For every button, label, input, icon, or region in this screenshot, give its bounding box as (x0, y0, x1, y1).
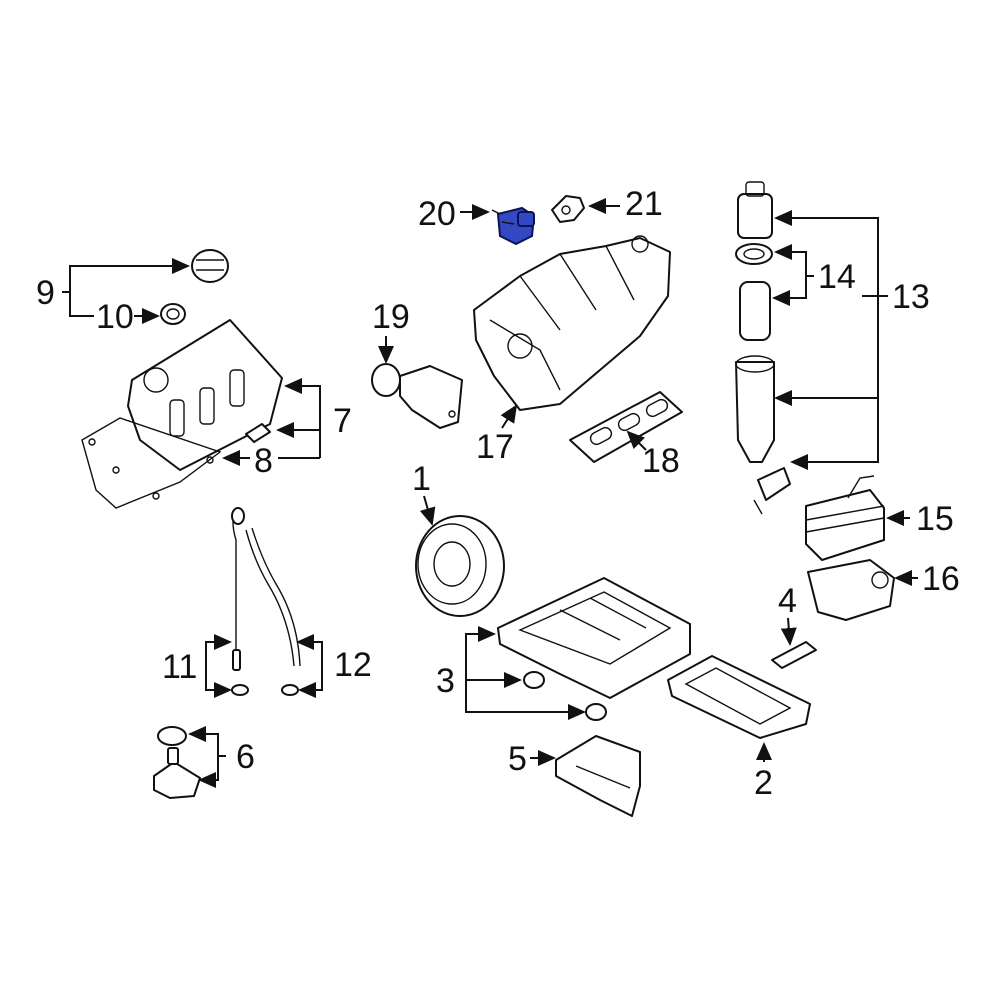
callout-7: 7 (276, 378, 352, 458)
callout-14: 14 (772, 244, 856, 306)
callout-17: 17 (476, 404, 518, 466)
svg-text:13: 13 (892, 278, 930, 316)
part-1-crank-pulley[interactable] (415, 515, 505, 617)
part-13-sensor[interactable] (753, 467, 791, 515)
callout-12: 12 (296, 634, 372, 698)
part-4-sealant-tube[interactable] (771, 641, 817, 669)
part-12-dipstick-tube[interactable] (245, 527, 301, 696)
svg-text:12: 12 (334, 646, 372, 684)
part-19-mount[interactable] (371, 363, 463, 429)
svg-text:9: 9 (36, 274, 55, 312)
part-5-baffle[interactable] (555, 735, 641, 817)
part-18-manifold-gasket[interactable] (569, 391, 683, 463)
part-14-seal-ring[interactable] (735, 243, 773, 265)
svg-text:18: 18 (642, 442, 680, 480)
callout-21: 21 (588, 185, 663, 223)
callout-18: 18 (626, 430, 680, 480)
svg-text:17: 17 (476, 428, 514, 466)
part-10-seal[interactable] (160, 303, 186, 325)
callout-8: 8 (222, 442, 320, 480)
callout-19: 19 (372, 298, 410, 364)
part-3-seal-washer[interactable] (585, 703, 607, 721)
callout-13: 13 (774, 210, 930, 470)
part-6-oil-level-sensor[interactable] (153, 747, 201, 799)
svg-text:8: 8 (254, 442, 273, 480)
callout-9: 9 (36, 258, 190, 317)
part-7-bolt[interactable] (245, 423, 271, 443)
callout-16: 16 (894, 560, 960, 598)
svg-text:6: 6 (236, 738, 255, 776)
part-15-oil-cooler[interactable] (805, 475, 885, 561)
callout-5: 5 (508, 740, 556, 778)
svg-text:5: 5 (508, 740, 527, 778)
svg-text:1: 1 (412, 460, 431, 498)
svg-text:16: 16 (922, 560, 960, 598)
part-14-filter-element[interactable] (739, 281, 771, 341)
callout-3: 3 (436, 626, 586, 720)
part-16-cooler-gasket[interactable] (807, 559, 895, 621)
svg-text:11: 11 (162, 648, 197, 686)
part-6-seal-ring[interactable] (157, 726, 187, 746)
part-20-highlighted[interactable] (491, 206, 536, 246)
callout-2: 2 (754, 742, 773, 802)
svg-text:3: 3 (436, 662, 455, 700)
callout-1: 1 (412, 460, 436, 526)
part-9-oil-cap[interactable] (191, 249, 229, 283)
callout-20: 20 (418, 195, 490, 233)
part-13-filter-housing-cap[interactable] (737, 181, 773, 239)
part-7-valve-cover[interactable] (127, 319, 283, 471)
svg-text:14: 14 (818, 258, 856, 296)
part-3-upper-oil-pan[interactable] (497, 577, 691, 699)
part-21-sensor[interactable] (551, 195, 585, 223)
callout-4: 4 (778, 582, 797, 646)
svg-text:10: 10 (96, 298, 134, 336)
part-11-dipstick[interactable] (231, 507, 249, 696)
svg-text:4: 4 (778, 582, 797, 620)
part-13-filter-housing[interactable] (735, 355, 775, 463)
part-2-lower-oil-pan[interactable] (667, 655, 811, 739)
svg-text:15: 15 (916, 500, 954, 538)
callout-10: 10 (96, 298, 160, 336)
callout-6: 6 (188, 726, 255, 788)
callout-15: 15 (886, 500, 954, 538)
svg-text:19: 19 (372, 298, 410, 336)
svg-text:2: 2 (754, 764, 773, 802)
part-8-gasket[interactable] (81, 417, 222, 509)
svg-text:7: 7 (333, 402, 352, 440)
part-3-drain-plug[interactable] (523, 671, 545, 689)
callout-11: 11 (162, 634, 232, 698)
svg-text:21: 21 (625, 185, 663, 223)
part-17-intake-manifold[interactable] (473, 235, 671, 411)
svg-text:20: 20 (418, 195, 456, 233)
